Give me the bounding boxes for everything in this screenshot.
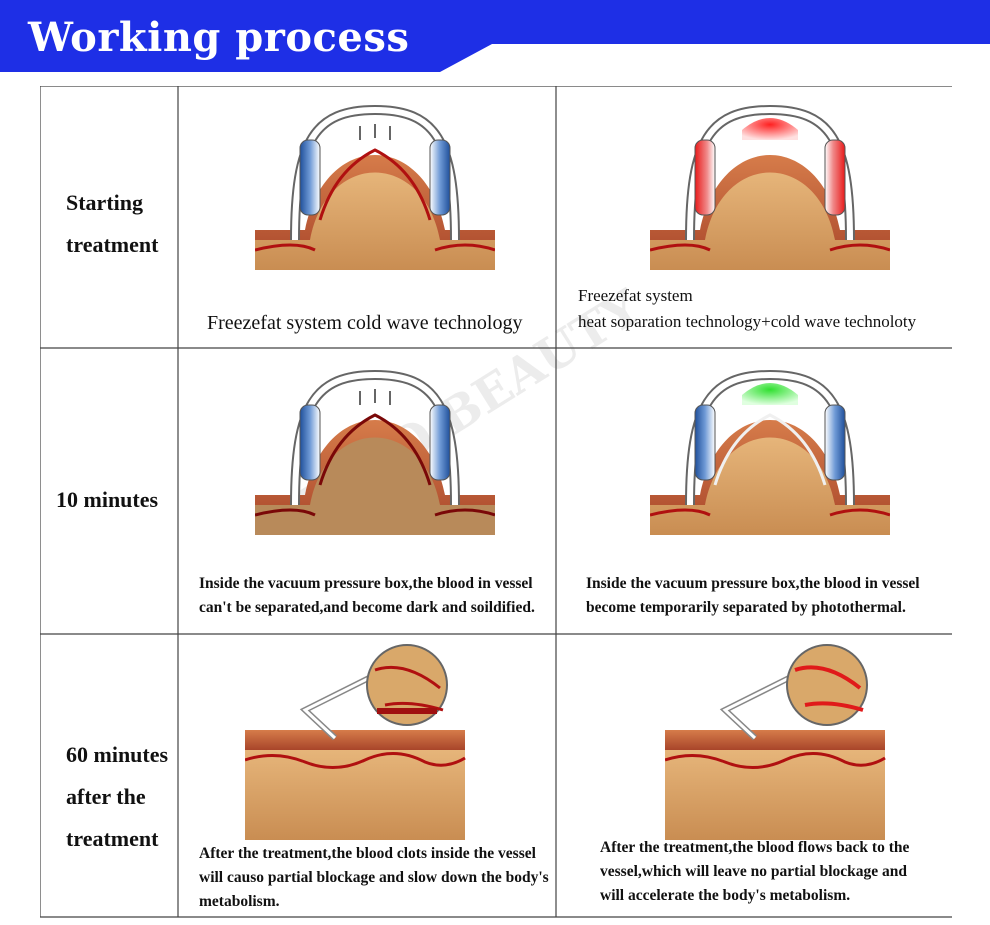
caption-r1c2: Freezefat system heat soparation technol… [578, 283, 916, 335]
caption-line: will accelerate the body's metabolism. [600, 887, 851, 904]
caption-line: metabolism. [199, 893, 280, 910]
row-label-line: 60 minutes [66, 742, 169, 767]
caption-line: Inside the vacuum pressure box,the blood… [199, 575, 533, 592]
caption-r3c1: After the treatment,the blood clots insi… [199, 842, 549, 914]
illustration-after-blockage [245, 644, 466, 840]
illustration-after-flow [665, 644, 886, 840]
illustration-cold-start [255, 104, 495, 270]
caption-line: can't be separated,and become dark and s… [199, 599, 535, 616]
caption-line: Inside the vacuum pressure box,the blood… [586, 575, 920, 592]
row-label-line: treatment [66, 232, 159, 257]
illustration-heat-start [650, 104, 890, 270]
process-table [40, 86, 952, 918]
row-label-starting: Starting treatment [66, 182, 158, 266]
caption-line: will causo partial blockage and slow dow… [199, 869, 549, 886]
row-label-10min: 10 minutes [56, 479, 158, 521]
caption-r3c2: After the treatment,the blood flows back… [600, 836, 909, 908]
page-title: Working process [28, 14, 410, 61]
caption-line: After the treatment,the blood clots insi… [199, 845, 536, 862]
caption-r2c1: Inside the vacuum pressure box,the blood… [199, 572, 535, 620]
row-label-line: 10 minutes [56, 487, 159, 512]
row-label-line: Starting [66, 190, 143, 215]
caption-line: Freezefat system [578, 286, 693, 305]
caption-line: vessel,which will leave no partial block… [600, 863, 907, 880]
header-banner: Working process [0, 0, 990, 72]
row-label-60min: 60 minutes after the treatment [66, 734, 168, 860]
caption-line: heat soparation technology+cold wave tec… [578, 312, 917, 331]
table-grid [40, 86, 952, 918]
row-label-line: treatment [66, 826, 159, 851]
row-label-line: after the [66, 784, 146, 809]
caption-line: Freezefat system cold wave technology [207, 312, 523, 334]
caption-r1c1: Freezefat system cold wave technology [207, 311, 522, 335]
illustration-cold-10min [255, 369, 495, 535]
caption-line: become temporarily separated by photothe… [586, 599, 906, 616]
caption-line: After the treatment,the blood flows back… [600, 839, 910, 856]
illustration-light-10min [650, 369, 890, 535]
caption-r2c2: Inside the vacuum pressure box,the blood… [586, 572, 920, 620]
header-background [0, 0, 990, 72]
